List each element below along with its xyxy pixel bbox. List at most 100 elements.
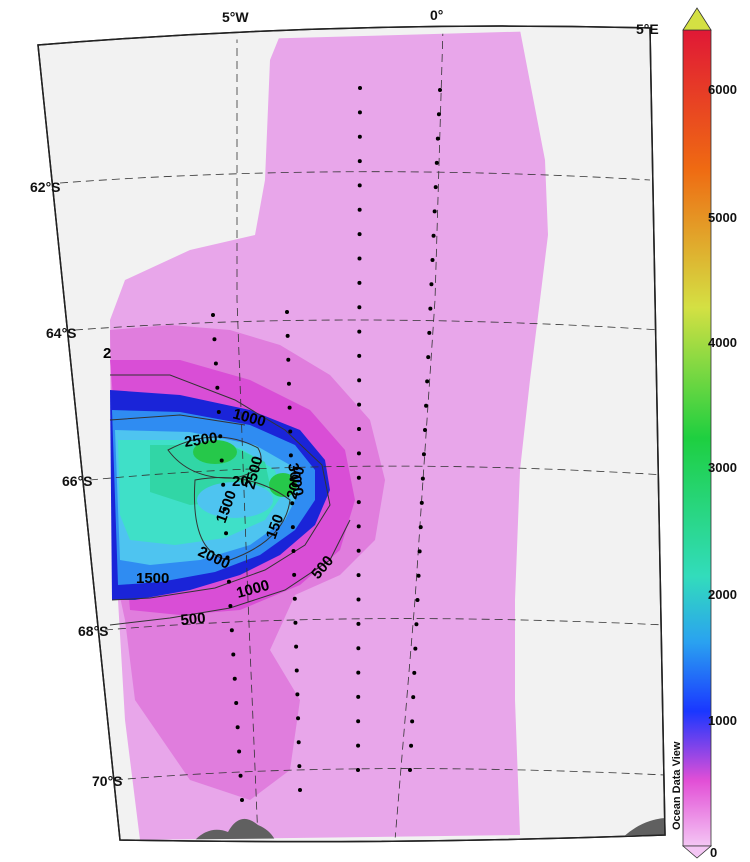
colorbar-gradient [682, 29, 712, 847]
contour-500 [109, 519, 351, 626]
station-dot [237, 749, 242, 754]
station-dot [438, 88, 442, 92]
station-dot [229, 628, 234, 633]
station-dot [216, 410, 221, 414]
contour-label: 2 [103, 345, 111, 362]
station-dot [290, 525, 295, 530]
lat-label-70s: 70°S [92, 773, 123, 789]
colorbar-tick: 6000 [708, 82, 737, 97]
station-dot [219, 458, 224, 463]
lat-label-66s: 66°S [62, 473, 93, 489]
station-dot [357, 159, 362, 164]
station-dot [357, 427, 361, 431]
lat-label-62s: 62°S [30, 179, 61, 195]
station-dot [357, 110, 362, 115]
station-dot [288, 429, 293, 434]
station-dots [211, 86, 442, 802]
station-dot [423, 428, 427, 432]
station-dot [215, 385, 220, 390]
station-dot [356, 694, 361, 699]
lat-label-64s: 64°S [46, 325, 77, 341]
station-dot [294, 668, 299, 673]
lon-label-5e: 5°E [636, 21, 659, 37]
station-dot [234, 701, 239, 705]
station-dot [222, 507, 227, 511]
station-dot [226, 579, 231, 584]
station-dot [415, 598, 420, 602]
station-dot [296, 716, 301, 721]
station-dot [408, 768, 412, 772]
station-dot [235, 725, 240, 730]
station-dot [428, 306, 433, 311]
colorbar-tick: 3000 [708, 460, 737, 475]
station-dot [436, 112, 441, 117]
contour-2000 [193, 477, 291, 561]
station-dot [357, 232, 362, 237]
colorbar-tick: 0 [710, 845, 717, 860]
station-dot [409, 743, 414, 748]
contour-label: 500 [180, 610, 206, 629]
station-dot [238, 773, 243, 778]
station-dot [357, 402, 362, 407]
station-dot [290, 501, 295, 506]
parallel-64s [74, 319, 661, 331]
station-dot [291, 549, 296, 553]
map-content [59, 28, 665, 840]
station-dot [434, 160, 439, 165]
station-dot [414, 622, 419, 627]
station-dot [356, 743, 361, 748]
station-dot [411, 695, 416, 700]
light-blue-patch [197, 482, 273, 518]
station-dot [212, 337, 217, 342]
station-dot [419, 500, 424, 505]
station-dot [224, 531, 229, 536]
green-patch-west [193, 440, 237, 464]
station-dot [356, 524, 361, 529]
station-dot [225, 555, 230, 560]
station-dot [357, 134, 362, 139]
contour-labels: 2 1000 2500 20 2500 3000 1500 150 2000 2… [103, 345, 337, 629]
graticule [59, 28, 665, 840]
station-dot [240, 798, 244, 802]
station-dot [286, 381, 291, 386]
station-dot [356, 597, 361, 602]
lon-label-0: 0° [430, 7, 443, 23]
station-dot [356, 475, 361, 480]
station-dot [431, 233, 436, 238]
station-dot [421, 452, 426, 457]
station-dot [424, 403, 429, 408]
station-dot [218, 434, 223, 439]
station-dot [357, 305, 362, 310]
station-dot [357, 207, 362, 212]
station-dot [420, 476, 425, 481]
station-dot [412, 670, 417, 675]
station-dot [356, 573, 361, 578]
station-dot [356, 548, 361, 553]
lat-label-68s: 68°S [78, 623, 109, 639]
station-dot [294, 644, 299, 649]
station-dot [356, 768, 360, 772]
station-dot [356, 500, 361, 505]
station-dot [429, 282, 434, 287]
contour-1500-west [109, 414, 246, 426]
station-dot [357, 280, 362, 285]
contour-label: 20 [232, 473, 249, 490]
lon-label-5w: 5°W [222, 9, 249, 25]
station-dot [413, 646, 418, 651]
station-dot [427, 330, 432, 335]
parallel-70s [114, 768, 665, 781]
station-dot [426, 355, 431, 360]
station-dot [289, 477, 294, 482]
station-dot [425, 379, 430, 384]
station-dot [286, 357, 291, 362]
contour-label: 1500 [136, 570, 169, 587]
station-dot [232, 676, 237, 681]
station-dot [357, 378, 362, 383]
contour-label: 2500 [183, 429, 218, 450]
station-dot [298, 788, 302, 792]
coastline-west [195, 818, 275, 840]
station-dot [357, 183, 362, 188]
station-dot [292, 572, 297, 577]
colorbar-tick: 2000 [708, 587, 737, 602]
parallel-62s [59, 171, 651, 184]
